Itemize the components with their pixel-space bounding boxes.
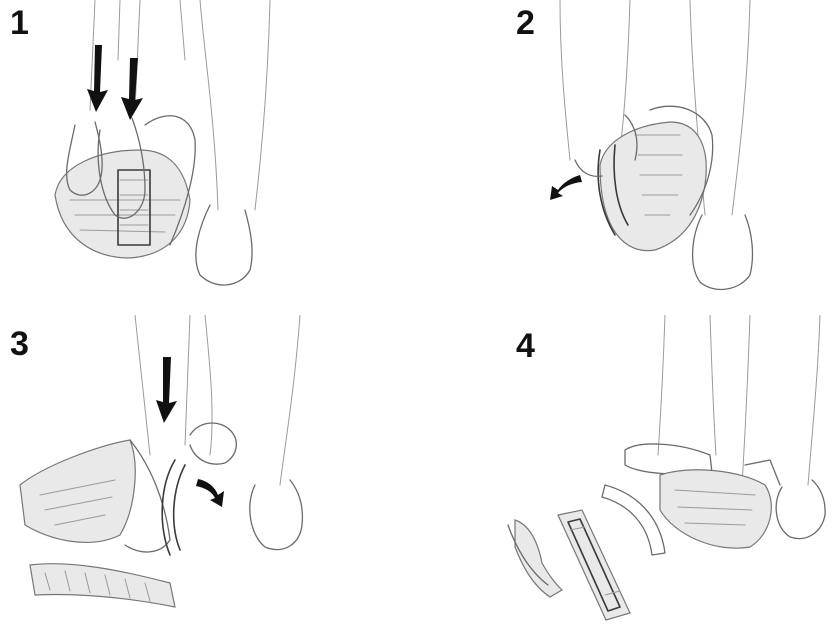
- step-2-panel: 2: [420, 0, 840, 315]
- down-and-curved-arrow-icon: [0, 315, 420, 630]
- step-3-panel: 3: [0, 315, 420, 630]
- curved-arrow-icon: [420, 0, 840, 315]
- step-4-illustration: [420, 315, 840, 630]
- down-arrows-icon: [0, 0, 420, 315]
- step-4-panel: 4: [420, 315, 840, 630]
- step-1-panel: 1: [0, 0, 420, 315]
